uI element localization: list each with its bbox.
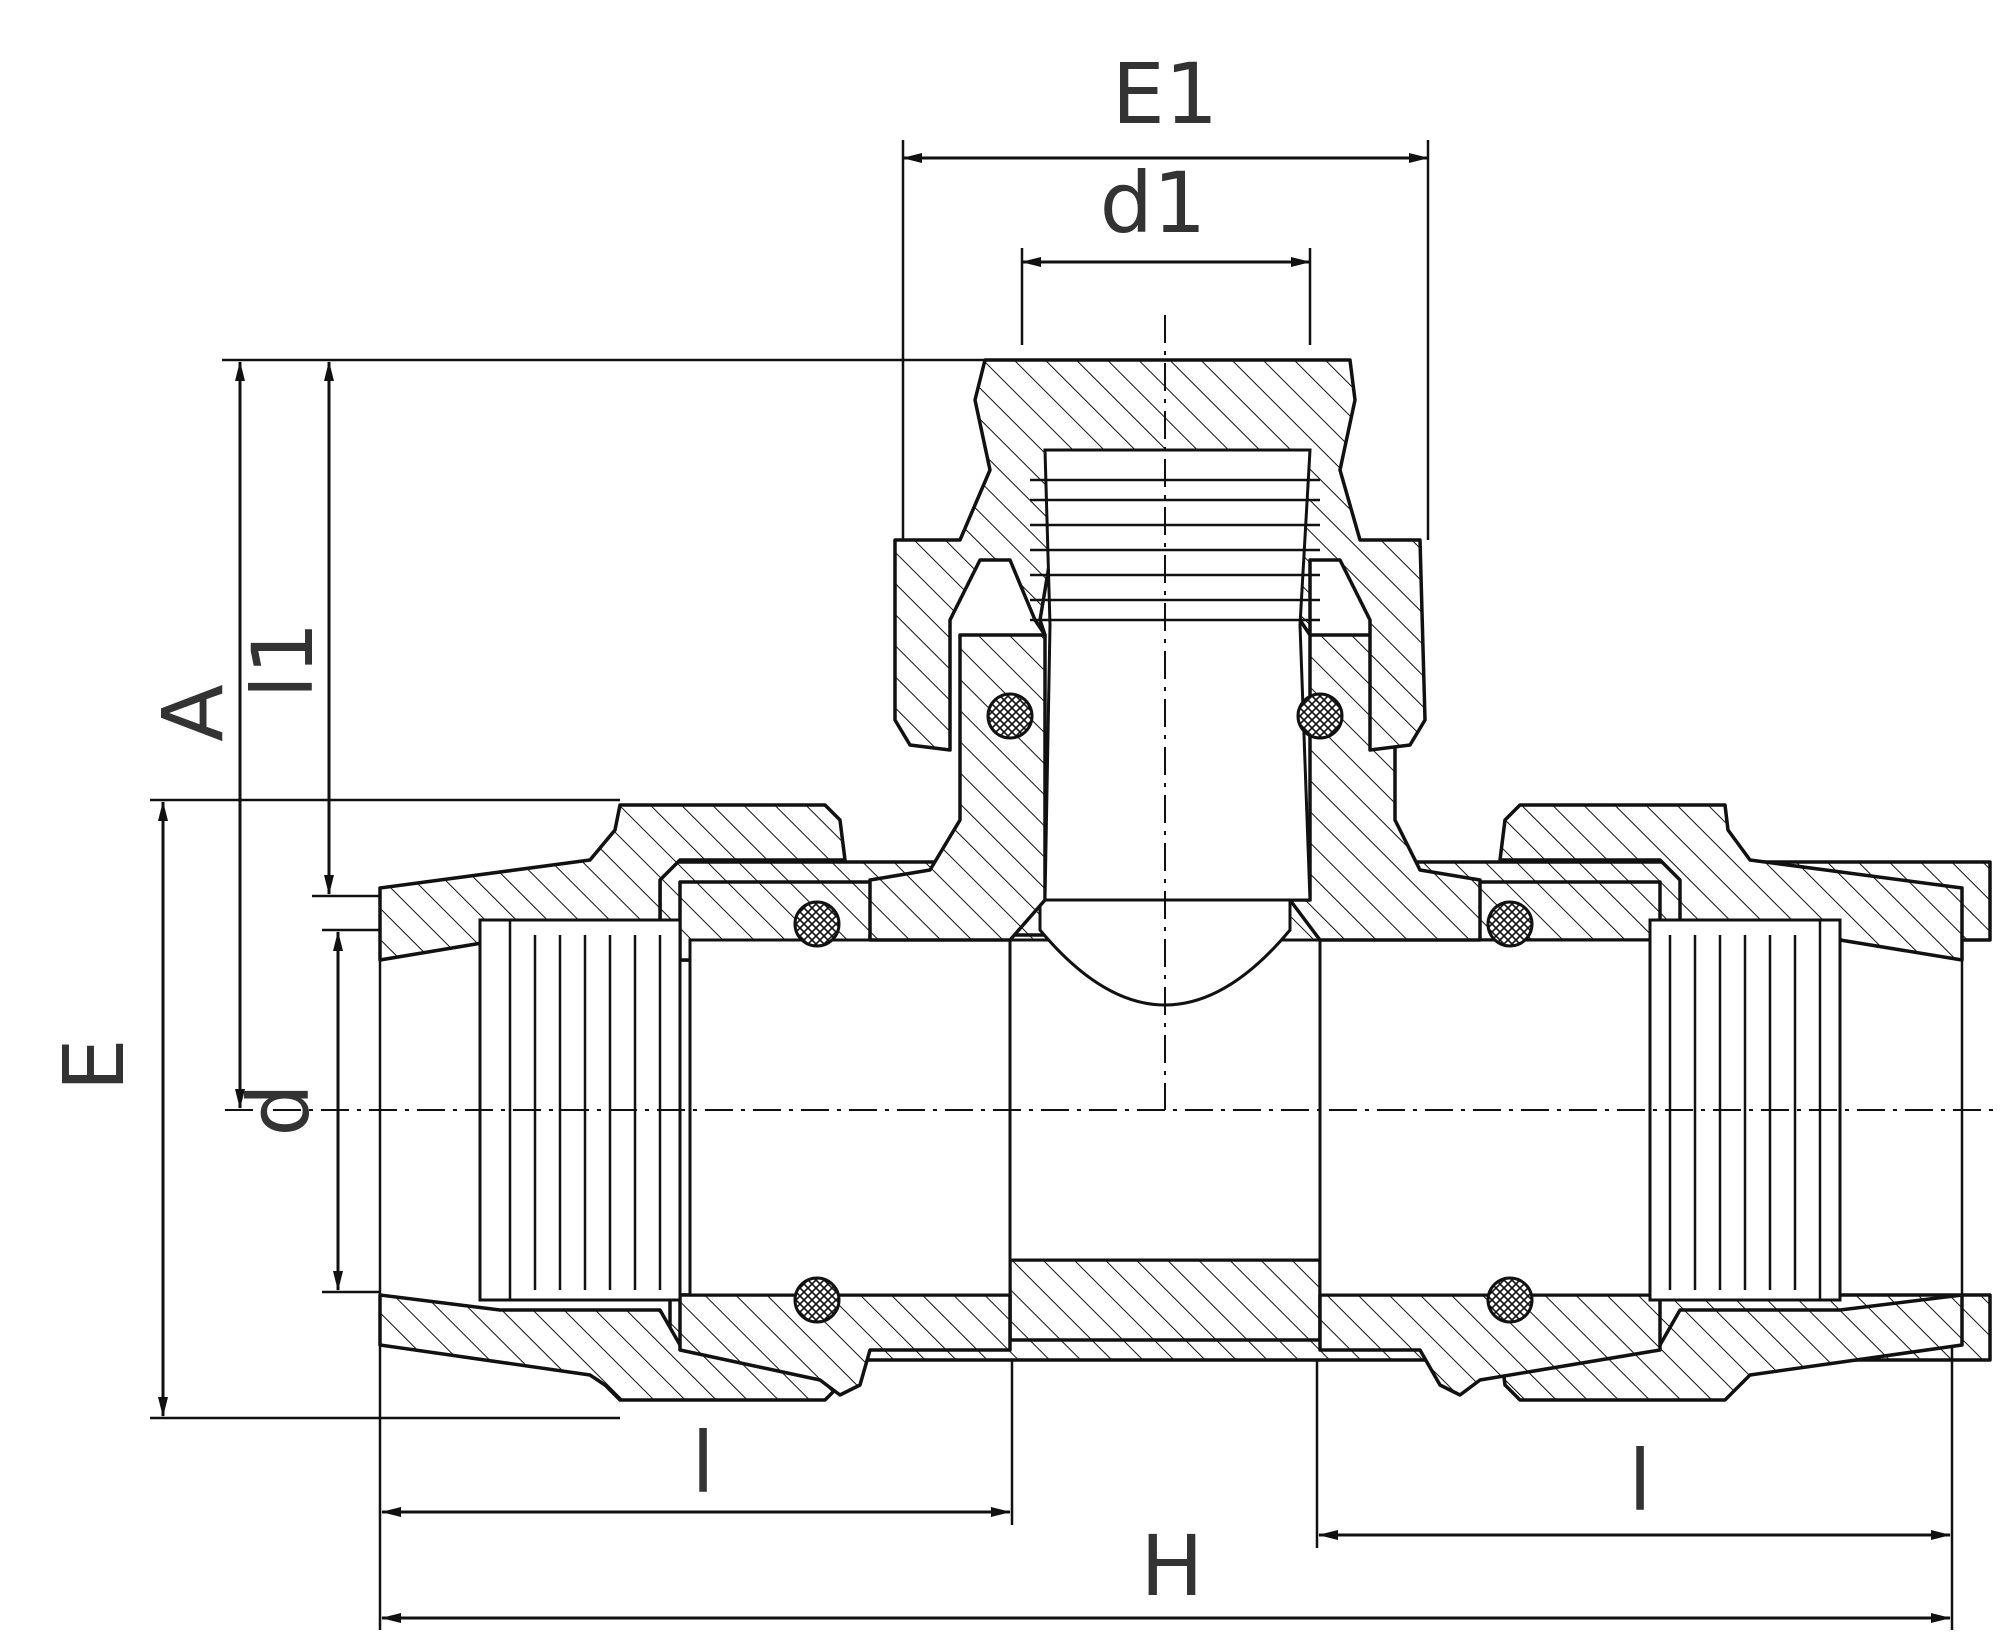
oring-branch-right — [1296, 692, 1344, 740]
oring-left-bottom — [793, 1276, 841, 1324]
left-bore — [688, 938, 1012, 1297]
right-ring-bottom — [1318, 1293, 1662, 1397]
branch-threads — [1030, 478, 1320, 622]
label-H: H — [1140, 1517, 1203, 1615]
tee-bottom-wall — [1008, 1258, 1322, 1342]
label-l-right: l — [1628, 1432, 1651, 1530]
oring-left-top — [793, 900, 841, 948]
label-d1: d1 — [1100, 154, 1207, 252]
oring-right-bottom — [1486, 1276, 1534, 1324]
left-ring-bottom — [678, 1293, 1012, 1397]
fitting-body — [378, 358, 1992, 1402]
right-threads — [1648, 918, 1842, 1302]
label-A: A — [144, 684, 242, 741]
dimension-labels: E1 d1 A l1 E d l l H — [45, 45, 1652, 1615]
label-E1: E1 — [1112, 45, 1219, 143]
oring-right-top — [1486, 900, 1534, 948]
dimension-lines — [158, 153, 1951, 1623]
label-l-left: l — [691, 1414, 714, 1512]
branch-bore — [1043, 448, 1312, 902]
left-nut-bottom — [378, 1293, 847, 1402]
oring-branch-left — [986, 692, 1034, 740]
right-bore — [1318, 938, 1652, 1297]
label-l1: l1 — [234, 622, 332, 699]
label-E: E — [45, 1038, 143, 1091]
label-d: d — [230, 1083, 328, 1136]
right-nut-bottom — [1498, 1293, 1964, 1402]
